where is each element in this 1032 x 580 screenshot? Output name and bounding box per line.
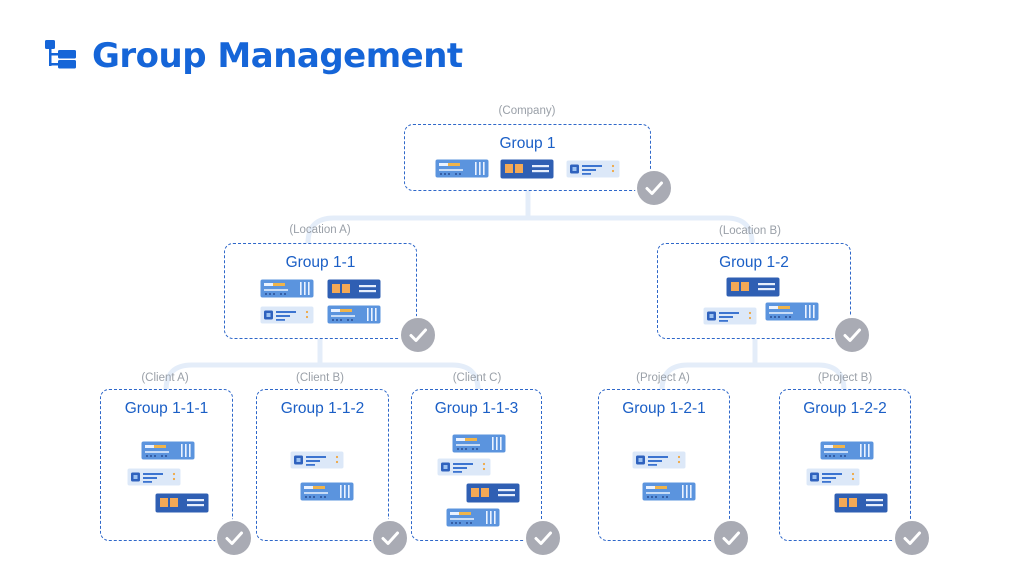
- check-badge-icon[interactable]: [215, 519, 253, 557]
- group-node[interactable]: Group 1-1: [224, 243, 437, 354]
- group-label: Group 1-1-2: [280, 400, 365, 417]
- hierarchy-icon: [45, 40, 76, 69]
- check-badge-icon[interactable]: [635, 169, 673, 207]
- group-node[interactable]: Group 1-1-3: [411, 389, 562, 557]
- group-caption: (Project B): [817, 372, 873, 384]
- access-point-device-icon: [437, 458, 491, 481]
- group-label: Group 1-1-1: [124, 400, 209, 417]
- switch-device-icon: [446, 508, 500, 532]
- group-label: Group 1-1: [285, 254, 356, 271]
- group-caption: (Company): [498, 105, 556, 117]
- group-label: Group 1: [499, 135, 556, 152]
- router-device-icon: [726, 277, 780, 302]
- access-point-device-icon: [632, 451, 686, 474]
- group-node[interactable]: Group 1-2-1: [598, 389, 750, 557]
- access-point-device-icon: [260, 306, 314, 329]
- group-node[interactable]: Group 1-1-2: [256, 389, 409, 557]
- group-caption: (Location A): [289, 224, 351, 236]
- group-label: Group 1-2-2: [803, 400, 887, 417]
- group-caption: (Client B): [296, 372, 344, 384]
- check-badge-icon[interactable]: [399, 316, 437, 354]
- access-point-device-icon: [703, 307, 757, 330]
- access-point-device-icon: [806, 468, 860, 491]
- switch-device-icon: [452, 434, 506, 458]
- group-label: Group 1-1-3: [434, 400, 519, 417]
- group-caption: (Location B): [718, 225, 782, 237]
- switch-device-icon: [260, 279, 314, 303]
- check-badge-icon[interactable]: [893, 519, 931, 557]
- access-point-device-icon: [290, 451, 344, 474]
- group-label: Group 1-2: [719, 254, 789, 271]
- router-device-icon: [155, 493, 209, 518]
- switch-device-icon: [765, 302, 819, 326]
- group-caption: (Client A): [141, 372, 189, 384]
- group-node[interactable]: Group 1-2-2: [779, 389, 931, 557]
- router-device-icon: [466, 483, 520, 508]
- group-node[interactable]: Group 1: [404, 124, 673, 207]
- switch-device-icon: [300, 482, 354, 506]
- switch-device-icon: [435, 159, 489, 183]
- group-caption: (Client C): [452, 372, 502, 384]
- router-device-icon: [327, 279, 381, 304]
- switch-device-icon: [642, 482, 696, 506]
- check-badge-icon[interactable]: [833, 316, 871, 354]
- check-badge-icon[interactable]: [712, 519, 750, 557]
- access-point-device-icon: [127, 468, 181, 491]
- access-point-device-icon: [566, 160, 620, 183]
- group-label: Group 1-2-1: [622, 400, 706, 417]
- page-title: Group Management: [92, 36, 463, 76]
- router-device-icon: [500, 159, 554, 184]
- router-device-icon: [834, 493, 888, 518]
- check-badge-icon[interactable]: [524, 519, 562, 557]
- switch-device-icon: [327, 305, 381, 329]
- switch-device-icon: [141, 441, 195, 465]
- group-node[interactable]: Group 1-2: [657, 243, 871, 354]
- group-node[interactable]: Group 1-1-1: [100, 389, 253, 557]
- switch-device-icon: [820, 441, 874, 465]
- check-badge-icon[interactable]: [371, 519, 409, 557]
- group-caption: (Project A): [636, 372, 690, 384]
